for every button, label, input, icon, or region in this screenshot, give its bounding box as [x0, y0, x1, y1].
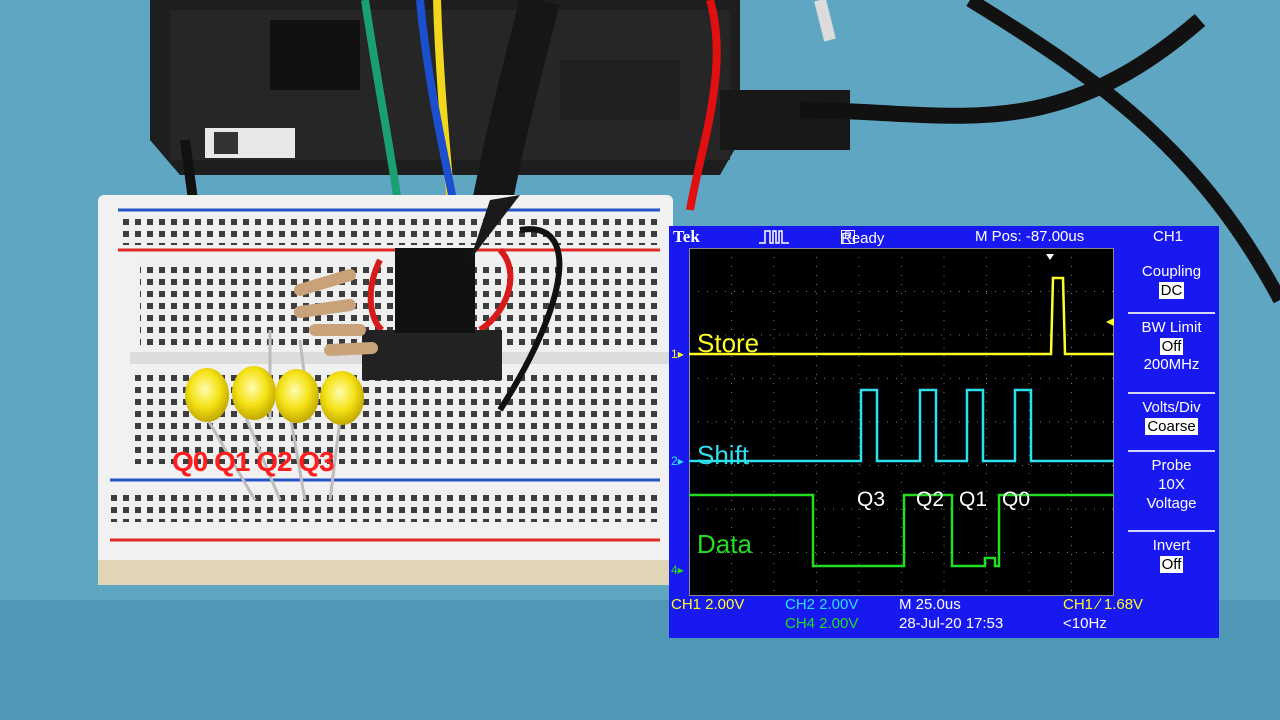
ch2-ground-marker: 2▸: [671, 454, 684, 468]
store-trace: [689, 276, 1114, 356]
ch4-ground-marker: 4▸: [671, 563, 684, 577]
ready-icon: R: [841, 230, 855, 244]
bw-limit-value: Off: [1159, 338, 1184, 355]
ch2-scale-readout: CH2 2.00V: [785, 596, 859, 613]
trigger-position-marker-icon: [1046, 254, 1054, 260]
invert-menu-item[interactable]: Invert Off: [1124, 530, 1219, 573]
acquisition-waveform-icon: [759, 228, 789, 246]
probe-menu-item[interactable]: Probe 10X Voltage: [1124, 450, 1219, 513]
bw-limit-menu-item[interactable]: BW Limit Off 200MHz: [1124, 312, 1219, 374]
ch4-scale-readout: CH4 2.00V: [785, 615, 859, 632]
waveform-traces: [689, 254, 1114, 568]
scope-readout-bar: CH1 2.00V CH2 2.00V CH4 2.00V M 25.0us 2…: [669, 596, 1219, 638]
menu-channel-title: CH1: [1153, 228, 1184, 245]
date-time-readout: 28-Jul-20 17:53: [899, 615, 1004, 632]
frequency-readout: <10Hz: [1063, 615, 1107, 632]
volts-div-value: Coarse: [1145, 418, 1198, 435]
data-trace: [689, 493, 1114, 568]
channel-menu: Coupling DC BW Limit Off 200MHz Volts/Di…: [1124, 248, 1219, 596]
bit-label-q1: Q1: [959, 488, 988, 511]
data-label: Data: [697, 529, 752, 559]
shift-label: Shift: [697, 440, 750, 470]
bit-label-q3: Q3: [857, 488, 886, 511]
main-position-readout: M Pos: -87.00us: [975, 228, 1085, 245]
graticule: [689, 248, 1114, 596]
shift-trace: [689, 388, 1114, 463]
bit-label-q2: Q2: [916, 488, 945, 511]
led-output-labels: Q0 Q1 Q2 Q3: [172, 446, 335, 477]
volts-div-menu-item[interactable]: Volts/Div Coarse: [1124, 392, 1219, 435]
store-label: Store: [697, 328, 760, 358]
waveform-screen: Store Shift Data Q3 Q2 Q1 Q0: [689, 248, 1114, 596]
coupling-value: DC: [1158, 282, 1185, 299]
trigger-level-readout: CH1 ∕ 1.68V: [1063, 596, 1144, 613]
graticule-frame: [689, 248, 1114, 596]
timebase-readout: M 25.0us: [899, 596, 961, 613]
ch1-ground-marker: 1▸: [671, 347, 684, 361]
bit-label-q0: Q0: [1002, 488, 1031, 511]
trigger-level-marker-icon: [1106, 318, 1114, 326]
trigger-status-text: Ready: [841, 230, 885, 247]
invert-value: Off: [1159, 556, 1184, 573]
coupling-menu-item[interactable]: Coupling DC: [1141, 263, 1202, 299]
ch1-scale-readout: CH1 2.00V: [671, 596, 745, 613]
brand-logo: Tek: [673, 227, 700, 246]
